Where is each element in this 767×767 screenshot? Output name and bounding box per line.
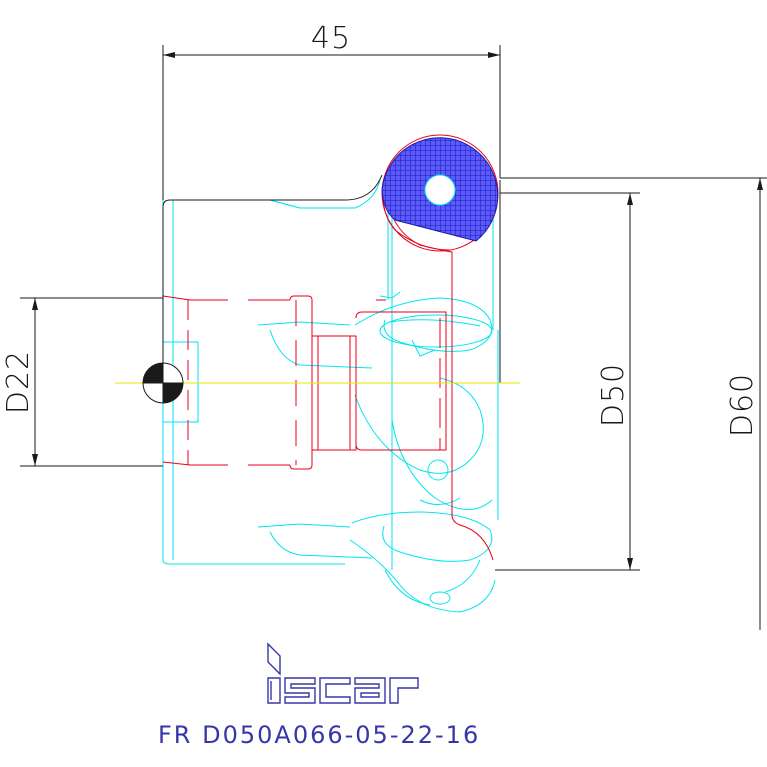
insert-screw-hole <box>424 174 456 206</box>
width-dimension-label: 45 <box>311 21 351 56</box>
bore-diameter-label: D22 <box>1 350 36 414</box>
cut-diameter-label: D50 <box>596 363 631 427</box>
part-code-label: FR D050A066-05-22-16 <box>158 721 480 749</box>
center-mark-symbol <box>142 362 184 404</box>
outer-diameter-label: D60 <box>725 373 760 437</box>
cutter-body-outline <box>162 179 499 613</box>
dimension-geometry <box>20 45 767 630</box>
insert-section <box>381 137 499 242</box>
iscar-logo <box>267 642 419 704</box>
